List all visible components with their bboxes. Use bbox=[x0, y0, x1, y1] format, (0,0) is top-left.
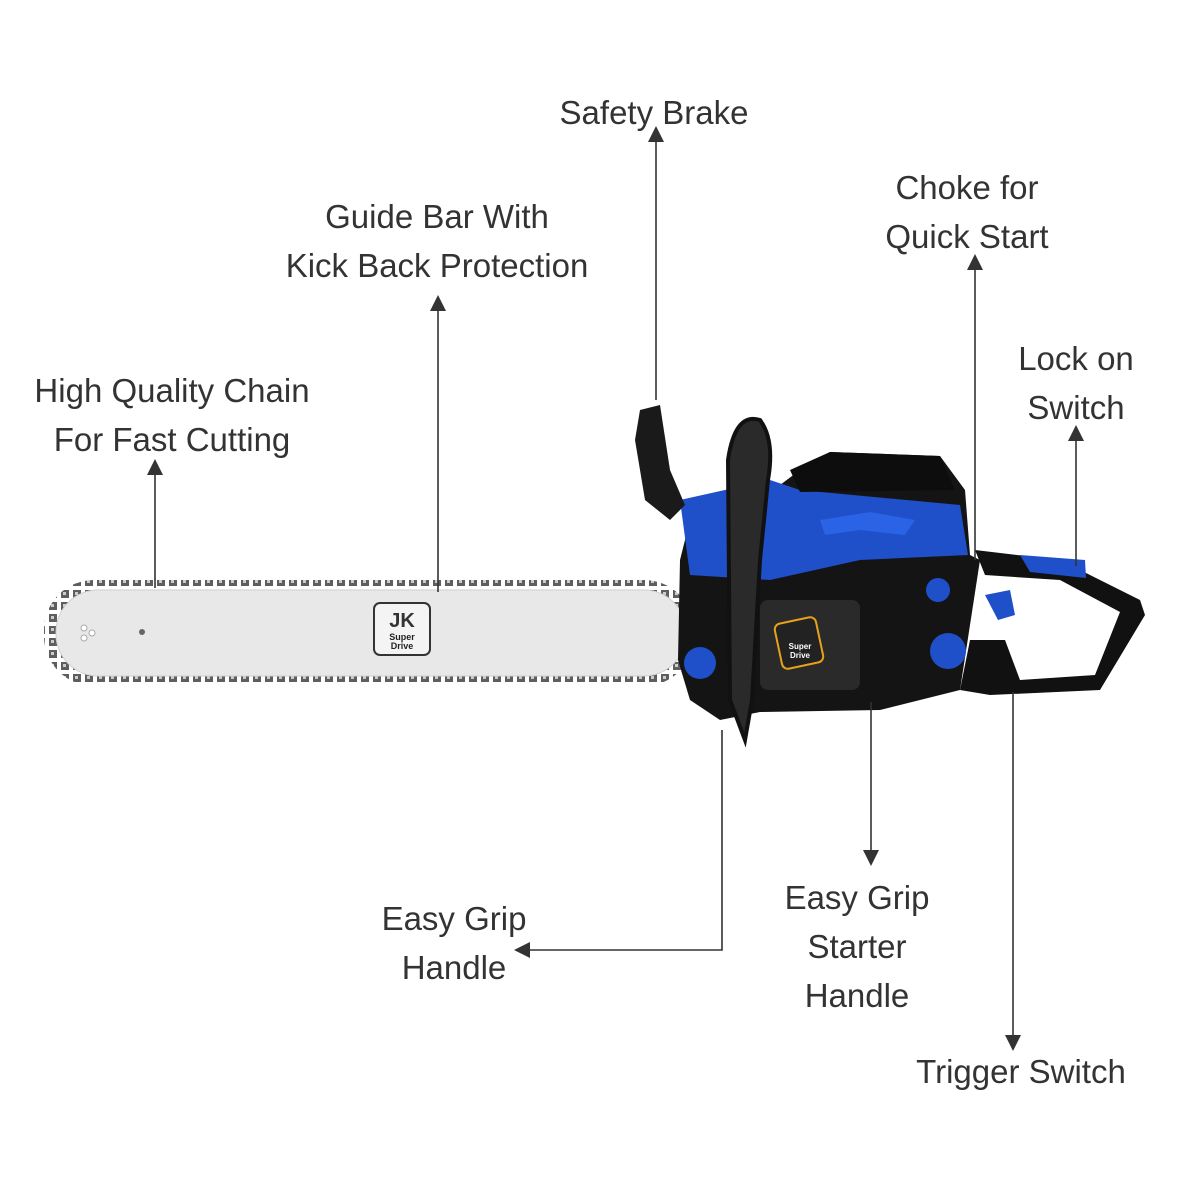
label-line: Starter bbox=[807, 928, 907, 965]
label-line: Handle bbox=[401, 949, 507, 986]
svg-text:JK: JK bbox=[389, 610, 415, 632]
bar-logo: JK Super Drive bbox=[373, 602, 431, 656]
label-line: Quick Start bbox=[885, 218, 1049, 255]
label-line: Trigger Switch bbox=[916, 1053, 1126, 1090]
guide-bar bbox=[44, 580, 694, 686]
label-line: Safety Brake bbox=[559, 94, 749, 131]
label-line: Switch bbox=[1027, 389, 1125, 426]
engine-body: Super Drive bbox=[678, 452, 980, 720]
arrow-easy-grip-handle bbox=[514, 730, 723, 958]
svg-text:Super: Super bbox=[789, 642, 812, 651]
label-line: Guide Bar With bbox=[325, 198, 549, 235]
label-line: For Fast Cutting bbox=[53, 421, 291, 458]
front-handle bbox=[725, 416, 773, 748]
label-line: Easy Grip bbox=[381, 900, 527, 937]
label-line: Choke for bbox=[895, 169, 1039, 206]
label-line: Kick Back Protection bbox=[285, 247, 589, 284]
label-line: Easy Grip bbox=[784, 879, 930, 916]
label-line: Lock on bbox=[1018, 340, 1134, 377]
svg-text:Super: Super bbox=[389, 632, 415, 642]
safety-brake bbox=[635, 405, 685, 520]
label-safety-brake: Safety Brake bbox=[560, 88, 749, 137]
rear-handle bbox=[960, 550, 1145, 695]
label-lock-on-switch: Lock on Switch bbox=[1018, 334, 1134, 432]
lock-switch bbox=[1020, 555, 1086, 578]
label-line: Handle bbox=[804, 977, 910, 1014]
label-line: High Quality Chain bbox=[34, 372, 310, 409]
label-trigger-switch: Trigger Switch bbox=[916, 1047, 1126, 1096]
svg-text:Drive: Drive bbox=[391, 641, 414, 651]
engine-logo: Super Drive bbox=[773, 616, 825, 670]
svg-text:Drive: Drive bbox=[790, 651, 811, 660]
trigger bbox=[985, 590, 1015, 620]
